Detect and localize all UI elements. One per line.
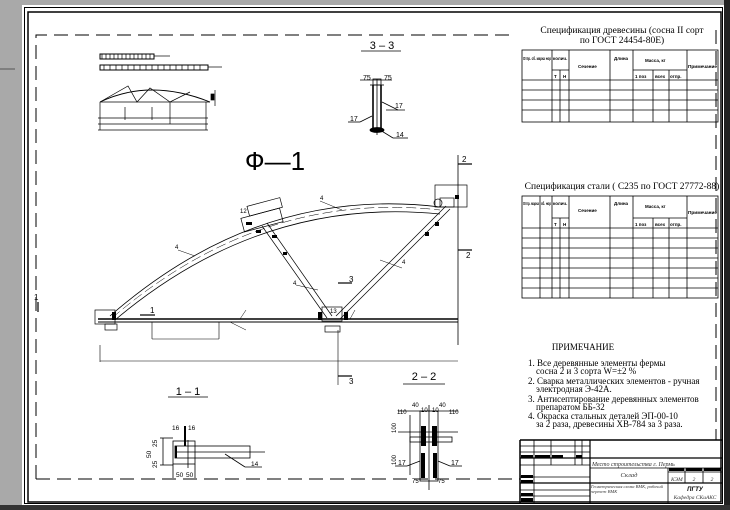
- note-line: сосна 2 и 3 сорта W=±2 %: [536, 366, 637, 376]
- cut-mark-3: 3: [349, 275, 354, 284]
- hdr-qty: колич.: [553, 201, 567, 206]
- dim-label: 50: [146, 450, 153, 458]
- hdr-m3: отпр.: [670, 222, 682, 227]
- spec-wood-table: Спецификация древесины (сосна II сорт по…: [521, 25, 719, 123]
- hdr-length: Длина: [614, 201, 629, 206]
- cut-mark-1: 1: [34, 293, 39, 302]
- stage-text: КЭМ: [670, 477, 683, 483]
- cut-mark-1: 1: [150, 306, 155, 315]
- dim-label: 75: [412, 479, 419, 485]
- dim-label: 25: [152, 439, 159, 447]
- content-text: Геометрическая схема ВМК, рабочий чертеж…: [591, 484, 663, 494]
- hdr-m3: отпр.: [670, 74, 682, 79]
- hdr-mark: Отпр. марка: [523, 201, 539, 206]
- cut-mark-3: 3: [349, 377, 354, 386]
- hdr-m1: 1 поз: [635, 74, 647, 79]
- spec-wood-title-1: Спецификация древесины (сосна II сорт: [540, 25, 704, 36]
- dim-label: 40: [439, 403, 446, 409]
- sheet-number: 2: [693, 477, 696, 483]
- object-text: Склад: [621, 472, 639, 479]
- dashed-boundary: [35, 30, 717, 480]
- hdr-t: Т: [554, 222, 557, 227]
- dim-label: 75: [438, 479, 445, 485]
- cut-mark-2: 2: [462, 155, 467, 164]
- section-3-3-label: 3 – 3: [370, 40, 394, 52]
- dim-label: 110: [397, 410, 407, 416]
- dim-label: 75: [363, 75, 371, 82]
- hdr-note: Примечание: [688, 210, 718, 215]
- section-labels: 3 – 3 1 – 1 2 – 2 Ф—1: [168, 40, 445, 398]
- dim-label: 40: [412, 403, 419, 409]
- hdr-m2: всех: [655, 74, 666, 79]
- dim-label: 50: [176, 472, 184, 479]
- member-label: 4: [402, 260, 406, 266]
- member-label: 12: [240, 209, 247, 215]
- cut-mark-2: 2: [466, 251, 471, 260]
- dim-label: 10: [421, 408, 428, 414]
- note-line: электродная Э-42А.: [536, 384, 612, 394]
- dim-label: 14: [396, 132, 404, 139]
- member-label: 4: [320, 196, 324, 202]
- site-text: Место строительства г. Пермь: [591, 462, 675, 468]
- note-line: 4. Окраска стальных деталей ЭП-00-10: [528, 411, 678, 421]
- member-label: 13: [330, 309, 337, 315]
- hdr-section: Сечение: [578, 208, 597, 213]
- hdr-mark: Отпр. сб. марка нор: [523, 55, 551, 61]
- dim-label: 17: [398, 460, 406, 467]
- member-label: 4: [175, 245, 179, 251]
- hdr-mass: Масса, кг: [645, 58, 666, 63]
- spec-wood-title-2: по ГОСТ 24454-80Е): [580, 35, 664, 46]
- title-block: Место строительства г. Пермь Склад КЭМ 2…: [519, 439, 722, 503]
- hdr-sb: сб. нор: [541, 200, 551, 206]
- dim-label: 16: [188, 425, 196, 432]
- section-1-1-label: 1 – 1: [176, 386, 200, 398]
- dim-label: 17: [350, 116, 358, 123]
- hdr-length: Длина: [614, 56, 629, 61]
- hdr-m1: 1 поз: [635, 222, 647, 227]
- hdr-mass: Масса, кг: [645, 204, 666, 209]
- note-line: 2. Сварка металлических элементов - ручн…: [528, 376, 700, 386]
- section-3-3: [348, 78, 408, 139]
- sheets-total: 2: [711, 477, 714, 483]
- hdr-n: Н: [563, 222, 566, 227]
- hdr-note: Примечание: [688, 64, 718, 69]
- dim-label: 50: [186, 472, 194, 479]
- section-1-1: [160, 426, 265, 478]
- inner-frame: [27, 11, 722, 503]
- dim-label: 25: [152, 460, 159, 468]
- spec-steel-table: Спецификация стали ( С235 по ГОСТ 27772-…: [521, 181, 720, 299]
- hdr-section: Сечение: [578, 64, 597, 69]
- member-label: 4: [293, 281, 297, 287]
- hdr-m2: всех: [655, 222, 666, 227]
- notes-block: ПРИМЕЧАНИЕ 1. Все деревянные элементы фе…: [528, 342, 700, 429]
- section-2-2: [395, 405, 462, 490]
- dim-label: 100: [392, 454, 398, 465]
- note-line: 3. Антисептирование деревянных элементов: [528, 394, 699, 404]
- section-2-2-label: 2 – 2: [412, 371, 436, 383]
- dim-label: 100: [392, 422, 398, 433]
- org-text: ПГТУ: [687, 487, 704, 493]
- dept-text: Кафедра СКиАКС: [673, 494, 717, 501]
- dim-label: 110: [449, 410, 459, 416]
- note-line: препаратом ББ-32: [536, 402, 605, 412]
- hdr-qty: колич.: [553, 56, 567, 61]
- truss-title: Ф—1: [245, 146, 305, 176]
- note-line: 1. Все деревянные элементы фермы: [528, 358, 665, 368]
- dim-label: 17: [395, 103, 403, 110]
- notes-title: ПРИМЕЧАНИЕ: [552, 342, 615, 352]
- dim-label: 75: [384, 75, 392, 82]
- geometric-scheme: [98, 53, 222, 131]
- note-line: за 2 раза, древесины ХВ-784 за 3 раза.: [536, 419, 683, 429]
- truss-ф1: [37, 155, 472, 385]
- hdr-n: Н: [563, 74, 566, 79]
- dim-label: 16: [172, 425, 180, 432]
- hdr-t: Т: [554, 74, 557, 79]
- outer-frame: [24, 7, 723, 504]
- spec-steel-title: Спецификация стали ( С235 по ГОСТ 27772-…: [525, 181, 720, 192]
- dim-label: 14: [251, 461, 259, 468]
- dim-label: 17: [451, 460, 459, 467]
- dim-label: 10: [432, 408, 439, 414]
